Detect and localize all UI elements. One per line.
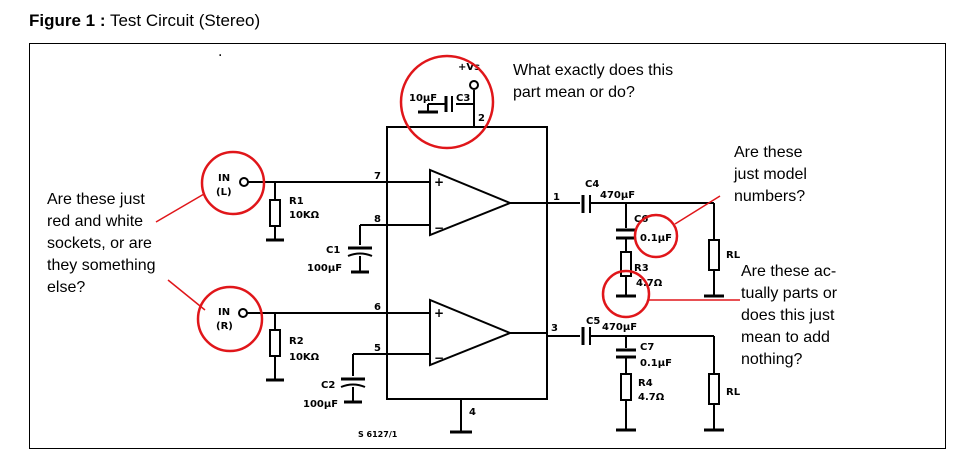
question-line: mean to add [741, 329, 830, 346]
pin-6: 6 [374, 302, 381, 313]
annotation-circle-c6 [633, 213, 679, 259]
c4-label: C4 [585, 179, 599, 190]
annotation-pointer-left [155, 193, 205, 223]
annotation-pointer-c6 [674, 195, 721, 225]
question-line: else? [47, 279, 86, 296]
vs-label: +Vs [458, 62, 480, 73]
question-supply-part: What exactly does this part mean or do? [513, 60, 673, 104]
question-line: red and white [47, 213, 144, 230]
speck: · [218, 48, 222, 64]
c7-label: C7 [640, 342, 654, 353]
svg-text:+: + [434, 306, 444, 320]
c5-value: 470μF [602, 322, 637, 333]
question-line: part mean or do? [513, 84, 635, 101]
figure-caption: Test Circuit (Stereo) [109, 11, 261, 30]
r2-label: R2 [289, 336, 304, 347]
figure-title: Figure 1 : Test Circuit (Stereo) [29, 11, 260, 31]
input-right-line1: IN [218, 307, 230, 318]
r1-label: R1 [289, 196, 304, 207]
pin-8: 8 [374, 214, 381, 225]
question-sockets: Are these just red and white sockets, or… [47, 189, 156, 299]
pin-3: 3 [551, 323, 558, 334]
pin-5: 5 [374, 343, 381, 354]
c6-value: 0.1μF [640, 233, 672, 244]
svg-text:−: − [434, 351, 444, 365]
c2-label: C2 [321, 380, 335, 391]
figure-number: Figure 1 : [29, 11, 106, 30]
c1-label: C1 [326, 245, 340, 256]
r4-label: R4 [638, 378, 653, 389]
c7-value: 0.1μF [640, 358, 672, 369]
op-amp-left [429, 168, 513, 237]
pin-1: 1 [553, 192, 560, 203]
question-line: tually parts or [741, 285, 838, 302]
question-line: just model [734, 166, 807, 183]
labels: +Vs 10μF C3 2 7 8 6 5 1 3 4 IN (L) IN (R… [216, 62, 741, 439]
question-line: they something [47, 257, 156, 274]
r3-value: 4.7Ω [636, 278, 663, 289]
c1-value: 100μF [307, 263, 342, 274]
r1-value: 10KΩ [289, 210, 320, 221]
wires [238, 80, 724, 434]
input-left-line2: (L) [216, 187, 232, 198]
question-line: What exactly does this [513, 62, 674, 79]
ic-body [386, 126, 548, 400]
question-line: nothing? [741, 351, 803, 368]
annotation-circle-input-right [196, 285, 264, 353]
c3-label: C3 [456, 93, 470, 104]
r3-label: R3 [634, 263, 649, 274]
pin-7: 7 [374, 171, 381, 182]
question-model-numbers: Are these just model numbers? [734, 142, 807, 208]
rl1-label: RL [726, 250, 741, 261]
question-line: numbers? [734, 188, 806, 205]
op-amp-right [429, 298, 513, 367]
annotation-circle-ground [601, 269, 651, 319]
annotations [155, 54, 740, 353]
diagram-code: S 6127/1 [358, 430, 398, 439]
opamp-signs: + − + − [434, 175, 444, 365]
c4-value: 470μF [600, 190, 635, 201]
c5-label: C5 [586, 316, 600, 327]
question-line: Are these ac- [741, 263, 837, 280]
diagram-frame [29, 43, 946, 449]
svg-text:−: − [434, 221, 444, 235]
annotation-pointer-right [167, 279, 206, 311]
annotation-circle-supply [399, 54, 495, 150]
input-left-line1: IN [218, 173, 230, 184]
annotation-circle-input-left [200, 150, 266, 216]
rl2-label: RL [726, 387, 741, 398]
question-line: Are these [734, 144, 803, 161]
pin-2: 2 [478, 113, 485, 124]
r2-value: 10KΩ [289, 352, 320, 363]
r4-value: 4.7Ω [638, 392, 665, 403]
question-ground-symbol: Are these ac- tually parts or does this … [741, 261, 837, 371]
pin-4: 4 [469, 407, 476, 418]
input-right-line2: (R) [216, 321, 233, 332]
question-line: Are these just [47, 191, 145, 208]
question-line: does this just [741, 307, 835, 324]
c3-value: 10μF [409, 93, 437, 104]
c2-value: 100μF [303, 399, 338, 410]
svg-text:+: + [434, 175, 444, 189]
question-line: sockets, or are [47, 235, 152, 252]
